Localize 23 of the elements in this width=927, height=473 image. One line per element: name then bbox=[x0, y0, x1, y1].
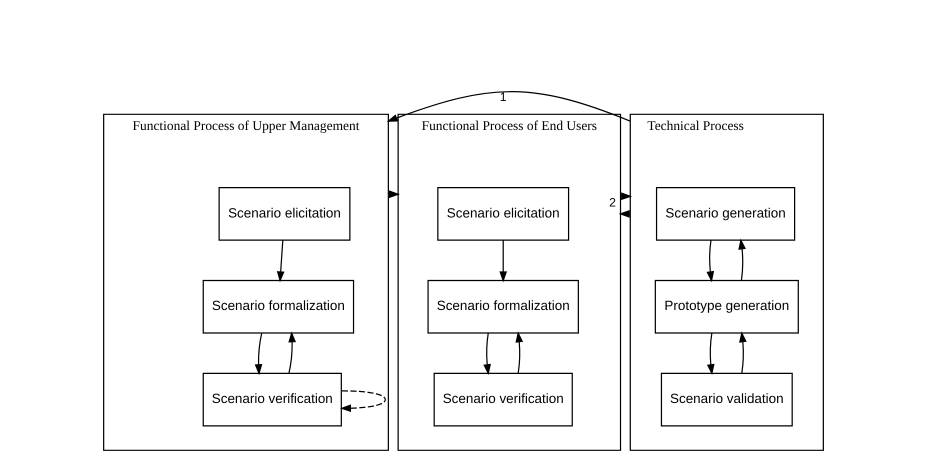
arrow bbox=[276, 240, 285, 282]
node-box: Scenario verification bbox=[434, 372, 573, 426]
node-box: Scenario verification bbox=[202, 372, 342, 426]
arrow bbox=[386, 91, 630, 122]
node-box: Prototype generation bbox=[654, 280, 799, 334]
node-box: Scenario formalization bbox=[427, 280, 579, 334]
arrow bbox=[340, 390, 386, 412]
node-box: Scenario elicitation bbox=[437, 187, 570, 241]
arrow bbox=[515, 331, 524, 374]
edge-label: 1 bbox=[500, 90, 507, 104]
node-box: Scenario validation bbox=[660, 372, 793, 426]
arrow bbox=[738, 238, 746, 281]
node-box: Scenario formalization bbox=[202, 280, 354, 334]
node-box: Scenario elicitation bbox=[218, 187, 350, 241]
arrow bbox=[288, 331, 296, 374]
arrow bbox=[254, 333, 262, 376]
arrow bbox=[499, 240, 508, 282]
arrow bbox=[706, 333, 715, 376]
arrow bbox=[483, 333, 491, 376]
node-box: Scenario generation bbox=[656, 187, 796, 241]
arrow bbox=[739, 331, 747, 374]
arrow bbox=[706, 240, 714, 282]
edge-label: 2 bbox=[609, 196, 616, 210]
